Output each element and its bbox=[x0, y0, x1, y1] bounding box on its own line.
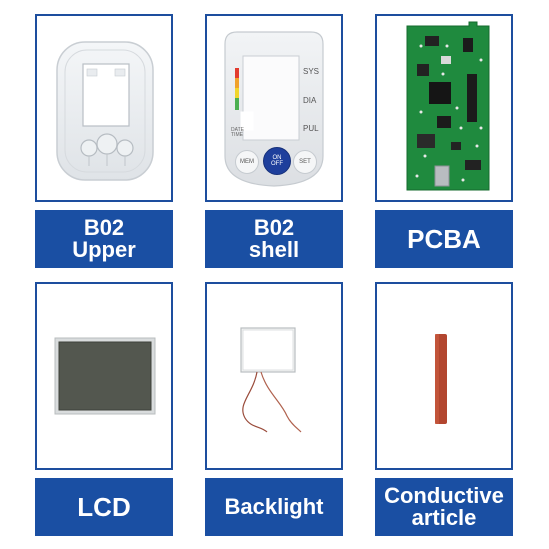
item-frame-backlight bbox=[205, 282, 343, 470]
b02-upper-image bbox=[56, 41, 154, 181]
label-conductive-article: Conductive article bbox=[375, 478, 513, 536]
label-line-1: Conductive bbox=[384, 483, 504, 508]
label-line-1: B02 bbox=[83, 215, 125, 240]
label-line-1: B02 bbox=[253, 215, 295, 240]
conductive-article-image bbox=[435, 334, 447, 424]
b02-shell-image bbox=[224, 31, 324, 187]
label-backlight: Backlight bbox=[205, 478, 343, 536]
label-line-2: shell bbox=[248, 237, 300, 262]
label-b02-upper: B02 Upper bbox=[35, 210, 173, 268]
label-line-2: article bbox=[411, 505, 477, 530]
item-frame-b02-upper bbox=[35, 14, 173, 202]
label-line-2: Upper bbox=[72, 237, 136, 262]
mem-button: MEM bbox=[235, 150, 259, 174]
item-frame-lcd bbox=[35, 282, 173, 470]
item-frame-conductive-article bbox=[375, 282, 513, 470]
item-frame-pcba bbox=[375, 14, 513, 202]
pul-label: PUL bbox=[303, 124, 319, 133]
lcd-image bbox=[54, 337, 156, 415]
backlight-image bbox=[240, 327, 302, 433]
label-line-1: PCBA bbox=[407, 224, 481, 254]
label-line-1: LCD bbox=[77, 492, 131, 522]
on-off-button: ON OFF bbox=[263, 147, 291, 175]
dia-label: DIA bbox=[303, 96, 317, 105]
label-line-1: Backlight bbox=[224, 494, 324, 519]
item-frame-b02-shell: SYS DIA PUL DATE TIME MEM ON OFF SET bbox=[205, 14, 343, 202]
on-off-label: ON OFF bbox=[271, 155, 283, 167]
set-label: SET bbox=[299, 159, 311, 165]
date-time-label: DATE TIME bbox=[231, 127, 244, 138]
pcba-image bbox=[406, 21, 490, 191]
set-button: SET bbox=[293, 150, 317, 174]
label-lcd: LCD bbox=[35, 478, 173, 536]
mem-label: MEM bbox=[240, 159, 254, 165]
sys-label: SYS bbox=[303, 67, 320, 76]
label-b02-shell: B02 shell bbox=[205, 210, 343, 268]
label-pcba: PCBA bbox=[375, 210, 513, 268]
